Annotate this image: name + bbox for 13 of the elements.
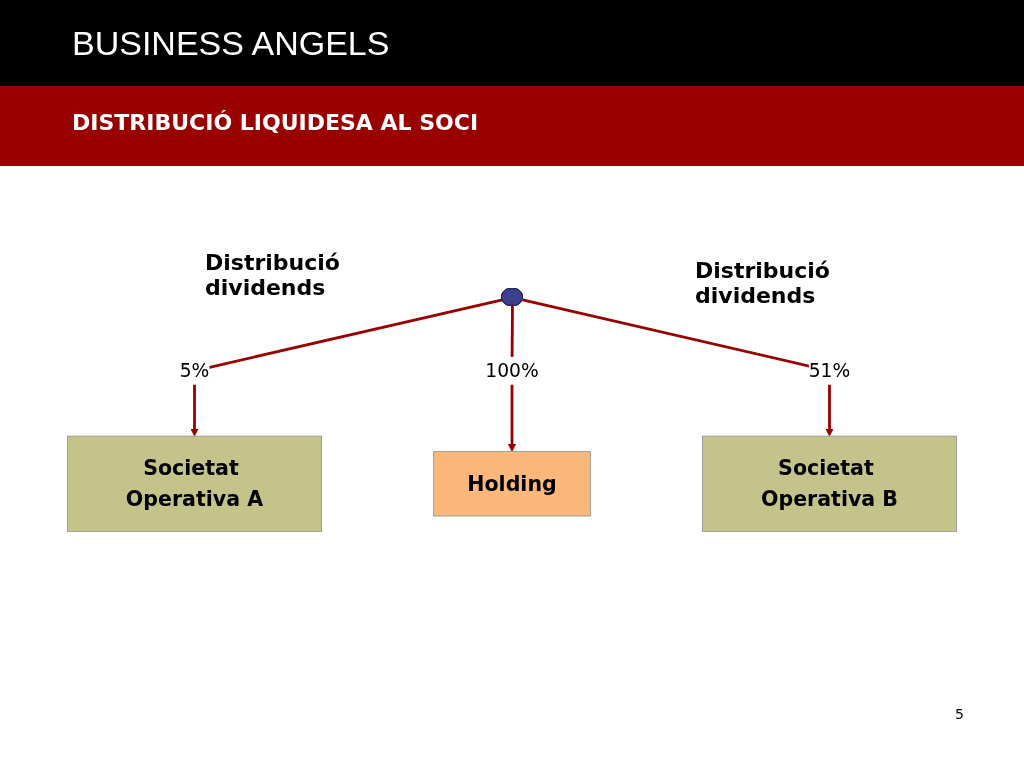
arrow [190,298,503,437]
edge-label: 100% [485,359,539,382]
edge-label: 51% [808,359,851,382]
subtitle: DISTRIBUCIÓ LIQUIDESA AL SOCI [72,110,479,135]
title: BUSINESS ANGELS [72,24,390,63]
page-number: 5 [955,706,964,722]
arrow [522,298,834,437]
node-box: Holding [433,451,591,517]
note: Distribució dividends [205,250,341,300]
note: Distribució dividends [695,258,831,308]
node-box: Societat Operativa A [67,435,322,532]
edge-label: 5% [179,359,210,382]
node-box: Societat Operativa B [702,435,957,532]
